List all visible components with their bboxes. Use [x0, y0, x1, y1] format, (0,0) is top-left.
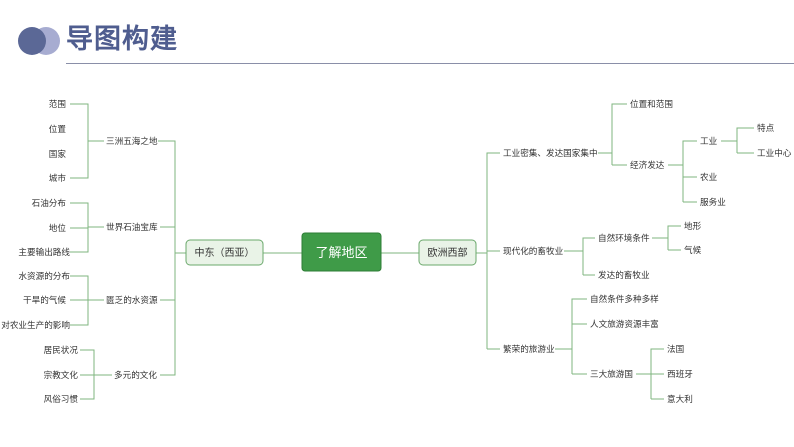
left-leaf[interactable]: 对农业生产的影响 — [1, 319, 70, 331]
left-leaf[interactable]: 石油分布 — [32, 197, 67, 209]
right-group-label[interactable]: 繁荣的旅游业 — [503, 343, 555, 355]
right-sub-item[interactable]: 地形 — [684, 220, 702, 232]
right-leaf[interactable]: 特点 — [757, 122, 775, 134]
center-node[interactable]: 了解地区 — [301, 232, 382, 272]
left-branches: 三洲五海之地 范围 位置 国家 城市 世界石油宝库 石油分布 地位 主要输出路线… — [1, 98, 158, 405]
right-sub-item[interactable]: 工业 — [700, 136, 718, 147]
right-item[interactable]: 自然环境条件 — [598, 232, 650, 244]
main-node-right[interactable]: 欧洲西部 — [418, 239, 477, 266]
left-leaf[interactable]: 范围 — [49, 98, 66, 110]
right-item[interactable]: 三大旅游国 — [590, 368, 633, 380]
left-group-label[interactable]: 匮乏的水资源 — [106, 294, 158, 306]
right-sub-item[interactable]: 气候 — [684, 244, 702, 256]
right-item[interactable]: 自然条件多种多样 — [590, 293, 659, 305]
left-leaf[interactable]: 宗教文化 — [44, 369, 79, 381]
left-leaf[interactable]: 国家 — [49, 148, 67, 160]
logo-circles-icon — [18, 27, 60, 55]
left-leaf[interactable]: 居民状况 — [44, 344, 79, 356]
left-group-label[interactable]: 三洲五海之地 — [106, 135, 158, 147]
left-leaf[interactable]: 主要输出路线 — [18, 246, 70, 258]
left-leaf[interactable]: 城市 — [49, 172, 67, 184]
left-group-label[interactable]: 多元的文化 — [114, 369, 157, 381]
right-group-label[interactable]: 工业密集、发达国家集中 — [503, 147, 598, 159]
right-group-label[interactable]: 现代化的畜牧业 — [503, 245, 564, 257]
left-group-label[interactable]: 世界石油宝库 — [106, 221, 158, 233]
center-label: 了解地区 — [315, 246, 367, 261]
left-leaf[interactable]: 位置 — [49, 123, 67, 135]
right-item[interactable]: 人文旅游资源丰富 — [590, 318, 659, 330]
right-item[interactable]: 发达的畜牧业 — [598, 269, 650, 281]
right-sub-item[interactable]: 农业 — [700, 171, 718, 183]
left-leaf[interactable]: 风俗习惯 — [44, 393, 79, 405]
main-left-label: 中东（西亚） — [195, 246, 255, 259]
right-sub-item[interactable]: 法国 — [667, 343, 684, 355]
header: 导图构建 — [0, 0, 794, 66]
right-sub-item[interactable]: 意大利 — [667, 393, 693, 405]
main-right-label: 欧洲西部 — [428, 246, 468, 259]
left-leaf[interactable]: 干旱的气候 — [23, 294, 66, 306]
right-item[interactable]: 经济发达 — [630, 159, 665, 171]
left-leaf[interactable]: 地位 — [49, 222, 67, 234]
page-title: 导图构建 — [66, 24, 178, 55]
right-item[interactable]: 位置和范围 — [630, 98, 673, 110]
left-leaf[interactable]: 水资源的分布 — [18, 270, 70, 282]
right-sub-item[interactable]: 服务业 — [700, 196, 726, 208]
main-node-left[interactable]: 中东（西亚） — [185, 239, 264, 266]
right-sub-item[interactable]: 西班牙 — [667, 368, 693, 380]
right-branches: 工业密集、发达国家集中 位置和范围 经济发达 工业 农业 服务业 特点 工业中心… — [503, 98, 792, 405]
connectors — [70, 103, 754, 400]
title-divider — [66, 63, 794, 64]
right-leaf[interactable]: 工业中心 — [757, 147, 792, 159]
